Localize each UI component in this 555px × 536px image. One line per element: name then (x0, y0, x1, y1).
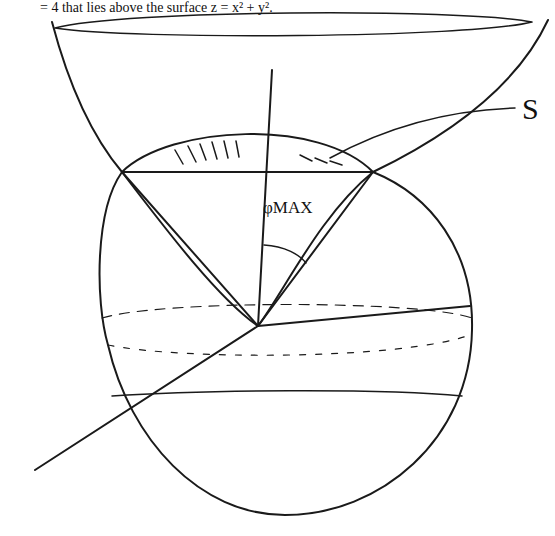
paraboloid-rim (55, 13, 532, 36)
level-line (112, 391, 462, 396)
equator-front (108, 335, 470, 355)
leader-line (330, 108, 515, 158)
sphere-outline (100, 172, 473, 515)
cap-arc (122, 134, 373, 172)
radius-left (122, 172, 258, 326)
paraboloid-left (52, 22, 258, 326)
angle-arc (264, 245, 306, 263)
x-axis (35, 326, 258, 470)
surface-label: S (522, 92, 539, 126)
intersection-circle (122, 171, 373, 173)
cap-hatching (175, 141, 342, 165)
y-axis (258, 306, 470, 326)
radius-right (258, 172, 373, 326)
angle-label: φMAX (263, 198, 312, 218)
problem-text: = 4 that lies above the surface z = x² +… (40, 0, 273, 16)
